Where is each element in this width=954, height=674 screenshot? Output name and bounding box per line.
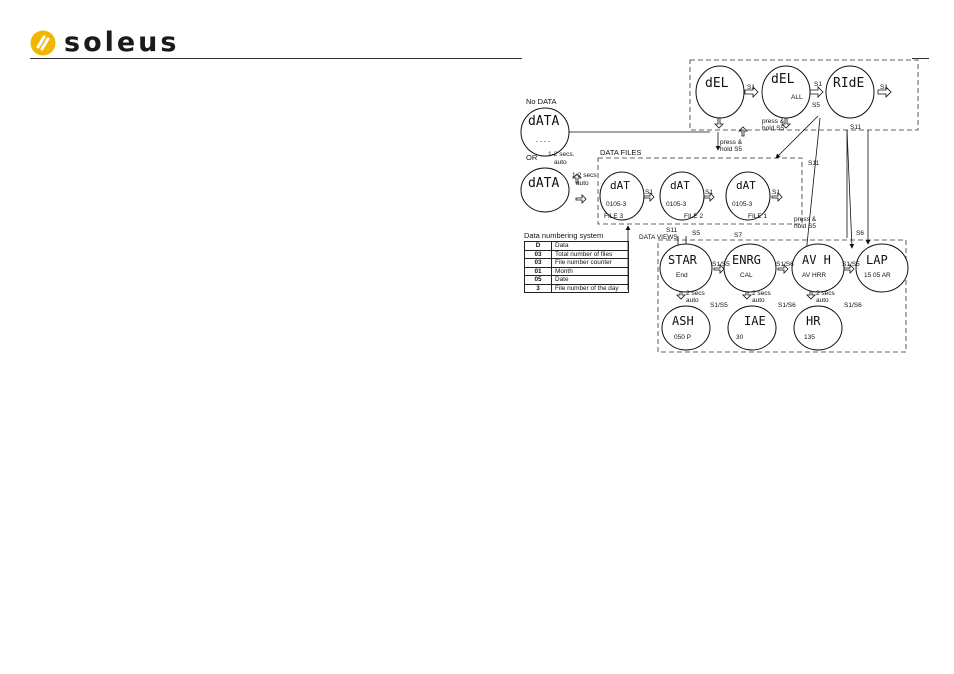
btn-label-s1-d: S1: [645, 189, 653, 196]
lcd-file2-top: dAT: [670, 179, 690, 192]
lcd-data-a-sub: - - - -: [536, 138, 551, 145]
btn-label-s1-b: S1: [814, 81, 822, 88]
data-menu-flow-diagram: dEL dEL ALL RIdE dATA - - - - dATA dAT 0…: [500, 58, 920, 358]
btn-label-s11-a: S11: [850, 124, 862, 131]
lcd-file3-top: dAT: [610, 179, 630, 192]
btn-label-s1s5-c: S1/S5: [710, 302, 728, 309]
lcd-data-b: dATA: [528, 176, 560, 191]
legend-code: 3: [524, 283, 552, 293]
lcd-lap-top: LAP: [866, 253, 888, 267]
btn-label-s11-b: S11: [808, 160, 820, 167]
lcd-file1-bot: 0105-3: [732, 201, 753, 208]
lcd-view3-top: HR: [806, 314, 821, 328]
btn-label-s5-b: S5: [692, 230, 700, 237]
press-hold-2b: hold S5: [762, 125, 785, 132]
lcd-file1-top: dAT: [736, 179, 756, 192]
lcd-energy-bot: CAL: [740, 272, 753, 279]
legend-title: Data numbering system: [524, 231, 604, 240]
file-2-label: FILE 2: [684, 213, 704, 220]
lcd-view1-bot: 050 P: [674, 334, 691, 341]
legend-code: D: [524, 241, 552, 251]
two-secs-3: 2 secs: [816, 290, 835, 297]
btn-label-s1s6-b: S1/S6: [778, 302, 796, 309]
two-secs-2-auto: auto: [752, 297, 765, 304]
auto-note-2b: auto: [576, 180, 589, 187]
lcd-del-2: dEL: [771, 72, 795, 87]
btn-label-s1s6-c: S1/S6: [844, 302, 862, 309]
lcd-ride: RIdE: [833, 76, 865, 91]
or-label: OR: [526, 153, 538, 162]
flow-diagram-lines: [520, 59, 919, 353]
lcd-view1-top: ASH: [672, 314, 694, 328]
legend-code: 03: [524, 249, 552, 259]
lcd-start-top: STAR: [668, 253, 697, 267]
btn-label-s1s5-b: S1/S5: [842, 261, 860, 268]
soleus-logo-icon: [30, 30, 56, 56]
lcd-start-bot: End: [676, 272, 688, 279]
legend-code: 03: [524, 258, 552, 268]
lcd-energy-top: ENRG: [732, 253, 761, 267]
legend-desc: Total number of files: [551, 249, 629, 259]
lcd-del-2-sub: ALL: [791, 94, 803, 101]
header-divider: [30, 58, 522, 59]
lcd-file2-bot: 0105-3: [666, 201, 687, 208]
press-hold-1: press &: [720, 139, 743, 146]
two-secs-2: 2 secs: [752, 290, 771, 297]
press-hold-3: press &: [794, 216, 817, 223]
press-hold-1b: hold S5: [720, 146, 743, 153]
btn-label-s6: S6: [856, 230, 864, 237]
btn-label-s1s6-a: S1/S6: [776, 261, 794, 268]
lcd-view3-bot: 135: [804, 334, 815, 341]
legend-code: 05: [524, 275, 552, 285]
auto-note-1: 1-2 secs.: [548, 151, 575, 158]
lcd-lap-bot: 15 05 AR: [864, 272, 891, 279]
legend-desc: Month: [551, 266, 629, 276]
btn-label-s1s5-a: S1/S5: [712, 261, 730, 268]
lcd-view2-top: IAE: [744, 314, 766, 328]
btn-label-s1-a: S1: [747, 84, 755, 91]
btn-label-s7: S7: [734, 232, 742, 239]
lcd-file3-bot: 0105-3: [606, 201, 627, 208]
btn-label-s1-f: S1: [772, 189, 780, 196]
btn-label-s1-c: S1: [880, 84, 888, 91]
lcd-data-a: dATA: [528, 114, 560, 129]
btn-label-s1-e: S1: [705, 189, 713, 196]
file-1-label: FILE 1: [748, 213, 768, 220]
legend-desc: Data: [551, 241, 629, 251]
brand-name: soleus: [64, 27, 180, 58]
lcd-avg-bot: AV HRR: [802, 272, 827, 279]
auto-note-2: 1-2 secs: [572, 172, 597, 179]
press-hold-3b: hold S5: [794, 223, 817, 230]
data-files-label: DATA FILES: [600, 148, 642, 157]
two-secs-3-auto: auto: [816, 297, 829, 304]
legend-desc: File number counter: [551, 258, 629, 268]
press-hold-2: press &: [762, 118, 785, 125]
data-views-label: DATA VIEWS: [639, 234, 678, 241]
legend-desc: Date: [551, 275, 629, 285]
auto-note-1b: auto: [554, 159, 567, 166]
legend-desc: File number of the day: [551, 283, 629, 293]
lcd-del-1: dEL: [705, 76, 729, 91]
lcd-view2-bot: 30: [736, 334, 744, 341]
btn-label-s11-c: S11: [666, 227, 678, 234]
two-secs-1-auto: auto: [686, 297, 699, 304]
header-divider-right: [912, 58, 929, 59]
two-secs-1: 2 secs: [686, 290, 705, 297]
legend-code: 01: [524, 266, 552, 276]
file-3-label: FILE 3: [604, 213, 624, 220]
no-data-label: No DATA: [526, 97, 557, 106]
btn-label-s5-a: S5: [812, 102, 820, 109]
lcd-avg-top: AV H: [802, 253, 831, 267]
